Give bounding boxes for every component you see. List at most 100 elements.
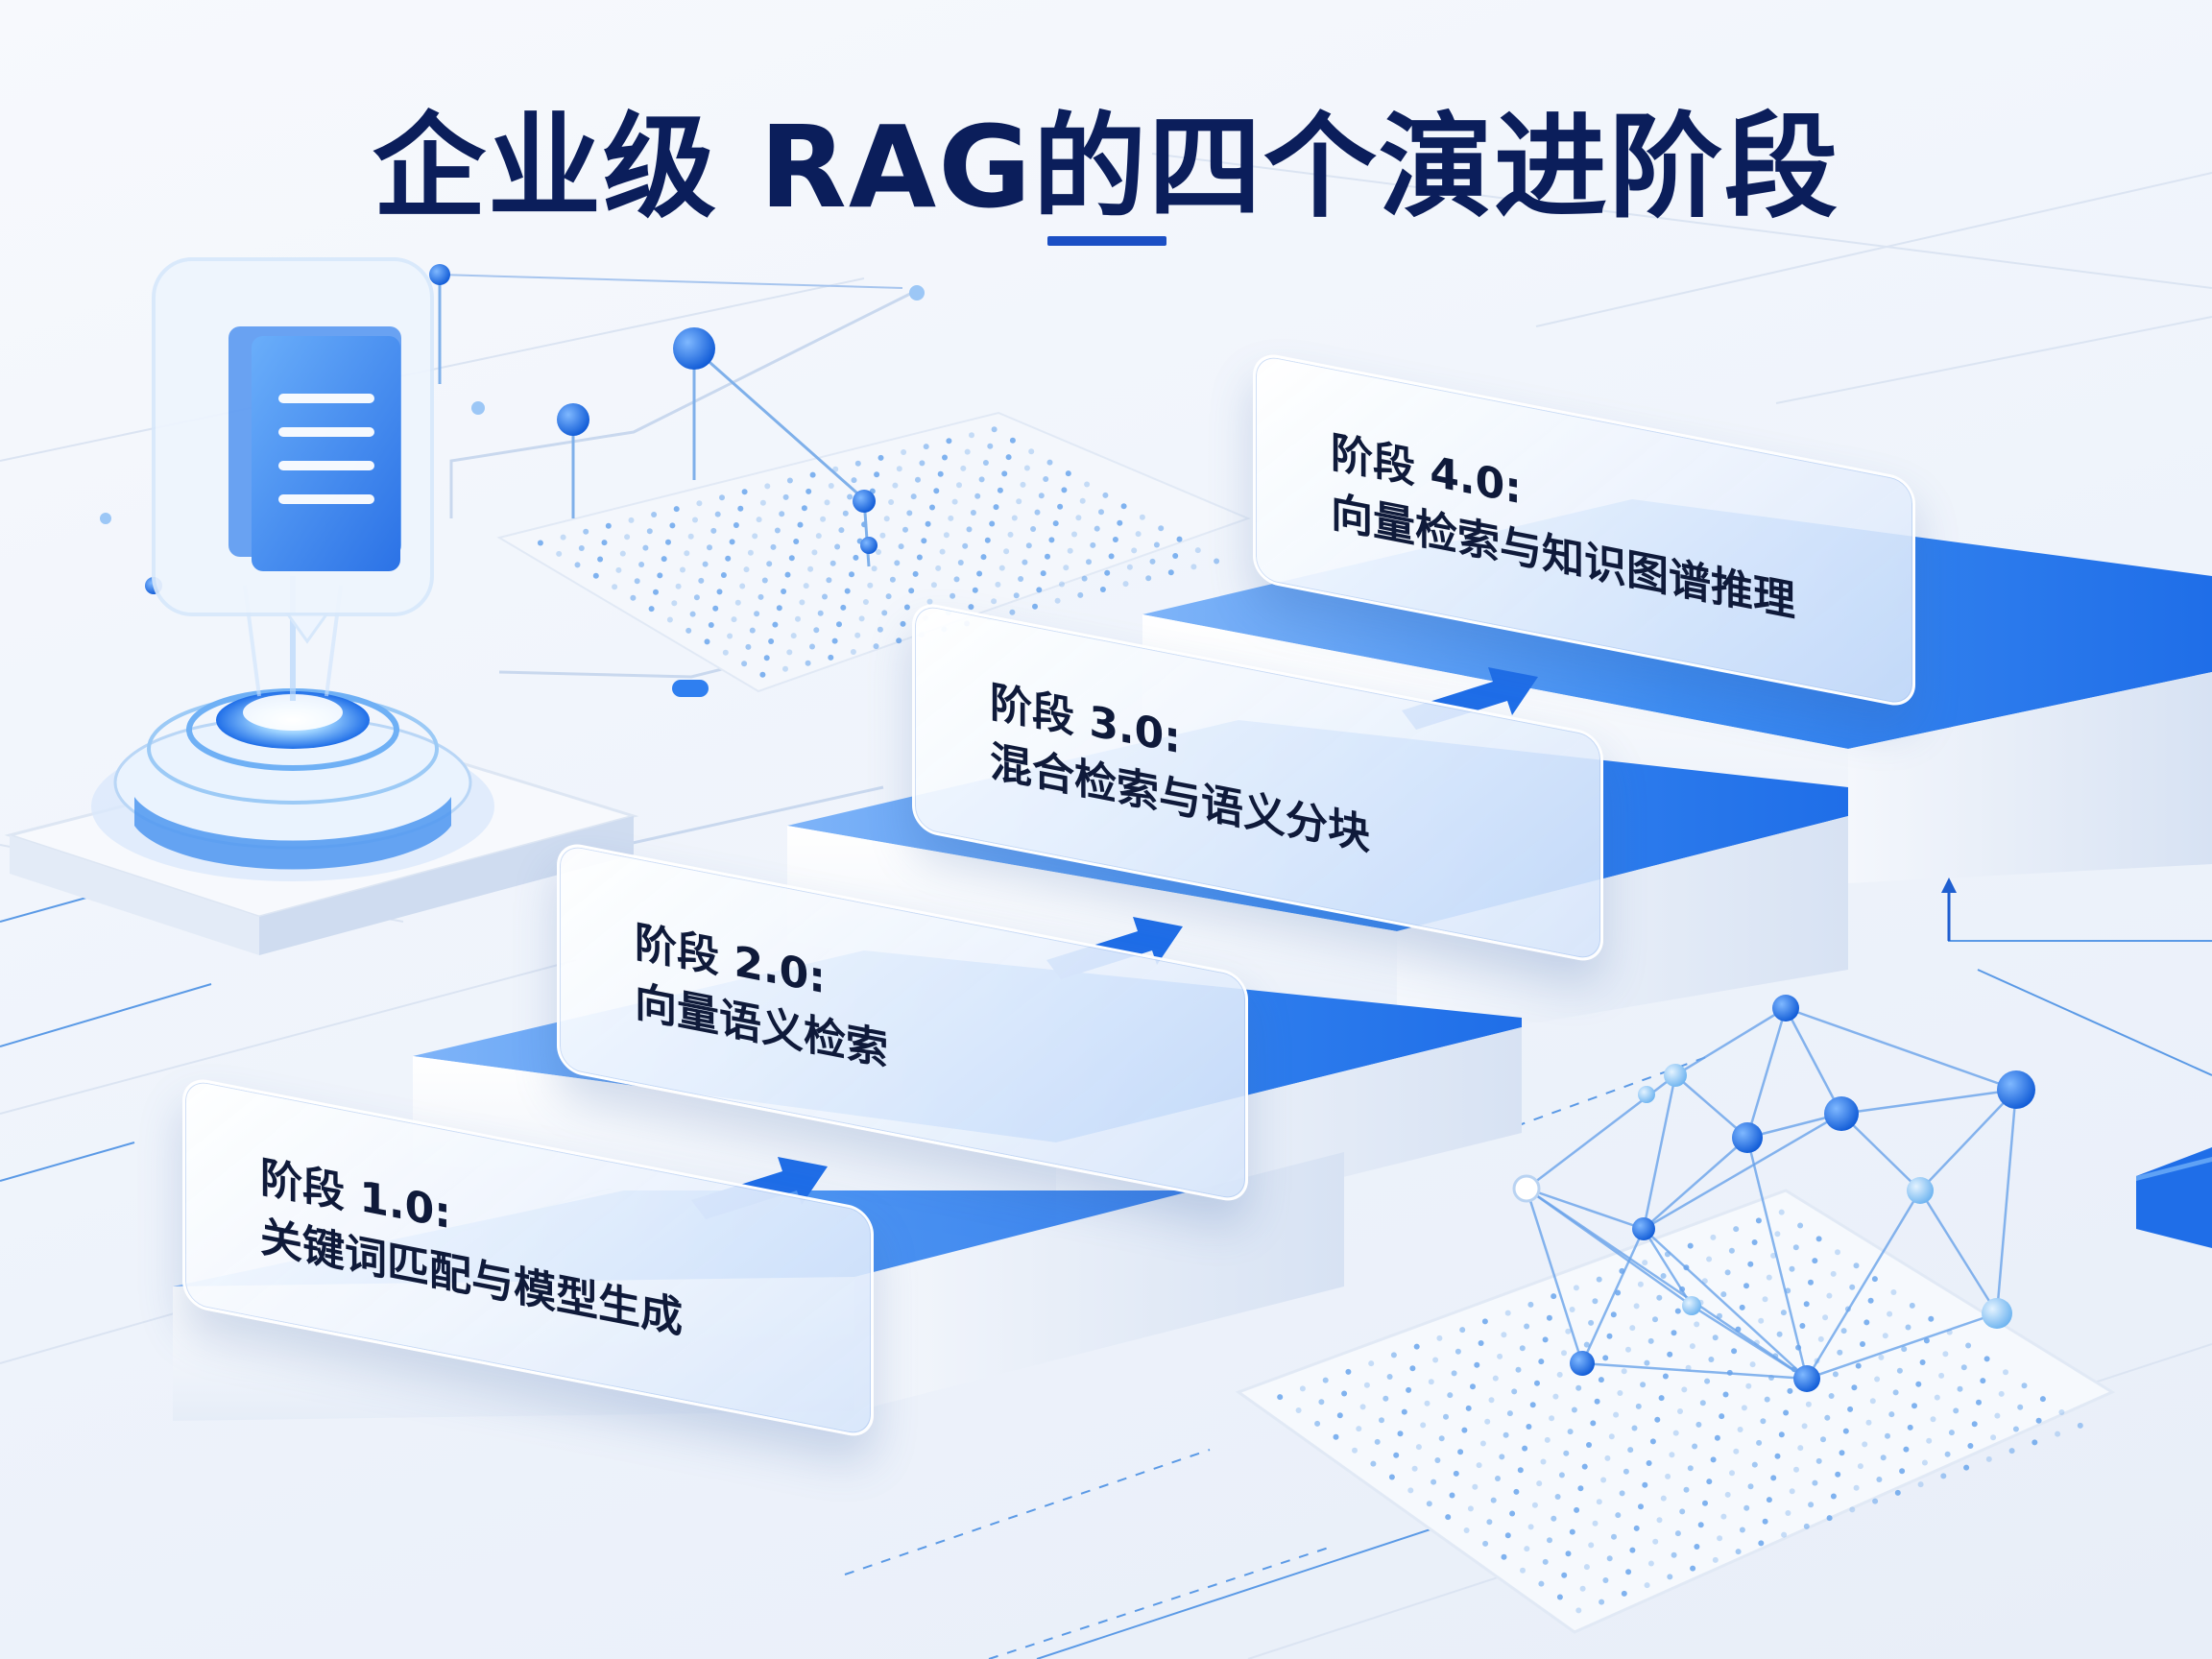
graph-edge [1674, 1006, 1787, 1077]
grid-dot [842, 510, 849, 517]
grid-dot [1756, 1439, 1763, 1446]
grid-dot [1025, 542, 1032, 549]
graph-edge [1745, 1007, 1788, 1139]
grid-dot [991, 426, 998, 433]
graph-edge [1805, 1190, 1922, 1380]
grid-dot [1699, 1400, 1706, 1407]
grid-dot [1379, 1417, 1384, 1424]
grid-dot [692, 517, 698, 523]
graph-edge [1581, 1361, 1808, 1381]
knowledge-graph-icon [1512, 995, 2035, 1392]
grid-dot [874, 471, 880, 478]
grid-dot [704, 638, 710, 645]
grid-dot [772, 621, 779, 628]
grid-dot [919, 460, 926, 467]
grid-dot [1411, 1465, 1418, 1472]
grid-dot [1086, 559, 1092, 565]
grid-dot [1598, 1377, 1604, 1383]
grid-dot [1687, 1242, 1694, 1249]
grid-dot [946, 438, 952, 445]
grid-dot [1149, 558, 1156, 565]
grid-dot [1504, 1310, 1511, 1316]
grid-dot [1921, 1459, 1928, 1466]
grid-dot [1919, 1359, 1926, 1365]
grid-dot [2039, 1396, 2046, 1403]
grid-dot [1724, 1269, 1731, 1276]
grid-dot [605, 522, 612, 529]
grid-dot [1785, 1510, 1791, 1516]
grid-dot [1930, 1416, 1936, 1423]
grid-dot [1519, 1345, 1526, 1352]
grid-dot [998, 565, 1005, 571]
grid-dot [1449, 1492, 1455, 1499]
grid-dot [807, 565, 814, 572]
grid-dot [747, 549, 754, 556]
grid-dot [592, 572, 599, 579]
grid-dot [615, 566, 622, 573]
grid-dot [1445, 1514, 1452, 1521]
grid-dot [1669, 1452, 1675, 1458]
grid-dot [972, 587, 978, 593]
grid-dot [1517, 1467, 1524, 1474]
grid-dot [752, 533, 758, 540]
grid-dot [1671, 1330, 1677, 1336]
grid-dot [734, 599, 741, 606]
grid-dot [1733, 1226, 1740, 1233]
grid-dot [708, 622, 714, 628]
grid-dot [1783, 1409, 1790, 1416]
grid-dot [1985, 1455, 1992, 1462]
grid-dot [707, 544, 712, 551]
grid-dot [1527, 1524, 1534, 1530]
grid-dot [832, 466, 839, 472]
grid-dot [1863, 1319, 1870, 1326]
grid-dot [1583, 1564, 1590, 1571]
grid-dot [727, 633, 733, 639]
grid-dot [1438, 1435, 1445, 1442]
graph-edge [1840, 1113, 1921, 1191]
grid-dot [1551, 1515, 1557, 1522]
grid-dot [1874, 1376, 1881, 1382]
grid-dot [1499, 1454, 1505, 1460]
grid-dot [1774, 1231, 1781, 1238]
grid-dot [638, 562, 645, 567]
grid-dot [1835, 1249, 1840, 1256]
grid-dot [1697, 1522, 1704, 1528]
grid-dot [1940, 1473, 1947, 1479]
grid-dot [790, 633, 797, 639]
grid-dot [1586, 1442, 1592, 1448]
graph-node [1732, 1122, 1763, 1153]
grid-dot [1695, 1421, 1702, 1428]
grid-dot [687, 533, 694, 540]
grid-dot [1063, 565, 1070, 571]
grid-dot [1600, 1477, 1607, 1483]
grid-dot [757, 593, 764, 600]
graph-node [1982, 1298, 2012, 1329]
grid-dot [1905, 1324, 1911, 1331]
grid-dot [1980, 1378, 1986, 1384]
grid-dot [1467, 1505, 1474, 1512]
grid-dot [910, 493, 917, 500]
grid-dot [1928, 1315, 1935, 1322]
grid-dot [976, 570, 983, 577]
grid-dot [850, 649, 856, 655]
grid-dot [1674, 1530, 1681, 1537]
grid-dot [1299, 1385, 1306, 1392]
grid-dot [1497, 1353, 1503, 1359]
grid-dot [782, 493, 789, 500]
grid-dot [1295, 1407, 1302, 1413]
grid-dot [2017, 1404, 2024, 1410]
grid-dot [702, 561, 709, 567]
grid-dot [826, 577, 832, 584]
grid-dot [1674, 1308, 1681, 1314]
grid-dot [1588, 1542, 1595, 1549]
grid-dot [2035, 1417, 2042, 1424]
grid-dot [1755, 1217, 1762, 1224]
grid-dot [731, 616, 737, 623]
grid-dot [1758, 1540, 1765, 1547]
grid-dot [1633, 1303, 1640, 1310]
grid-dot [1054, 597, 1061, 604]
grid-dot [957, 560, 964, 565]
grid-dot [840, 604, 847, 611]
grid-dot [1637, 1281, 1644, 1287]
grid-dot [1853, 1484, 1860, 1491]
